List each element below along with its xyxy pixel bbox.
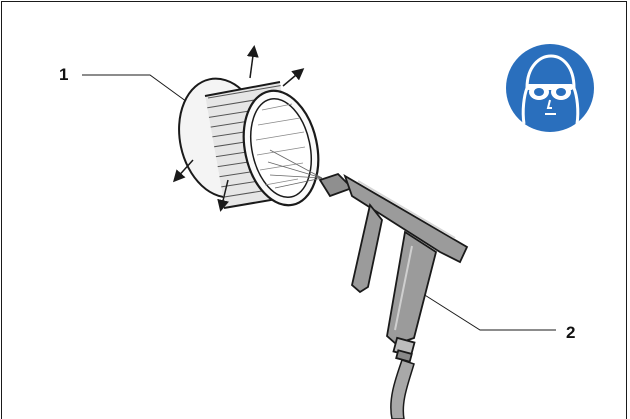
airflow-arrow-icon xyxy=(217,179,229,212)
eye-protection-icon xyxy=(506,44,594,132)
airflow-arrows xyxy=(172,45,305,212)
spray-gun xyxy=(318,172,469,363)
airflow-arrow-icon xyxy=(282,68,305,87)
leader-line-2 xyxy=(419,291,556,331)
air-hose xyxy=(390,359,415,419)
airflow-arrow-icon xyxy=(246,45,259,79)
callout-label-spray-gun: 2 xyxy=(566,323,576,342)
filter-cartridge xyxy=(178,77,323,209)
callout-label-filter: 1 xyxy=(59,65,69,84)
airflow-arrow-icon xyxy=(172,159,194,183)
